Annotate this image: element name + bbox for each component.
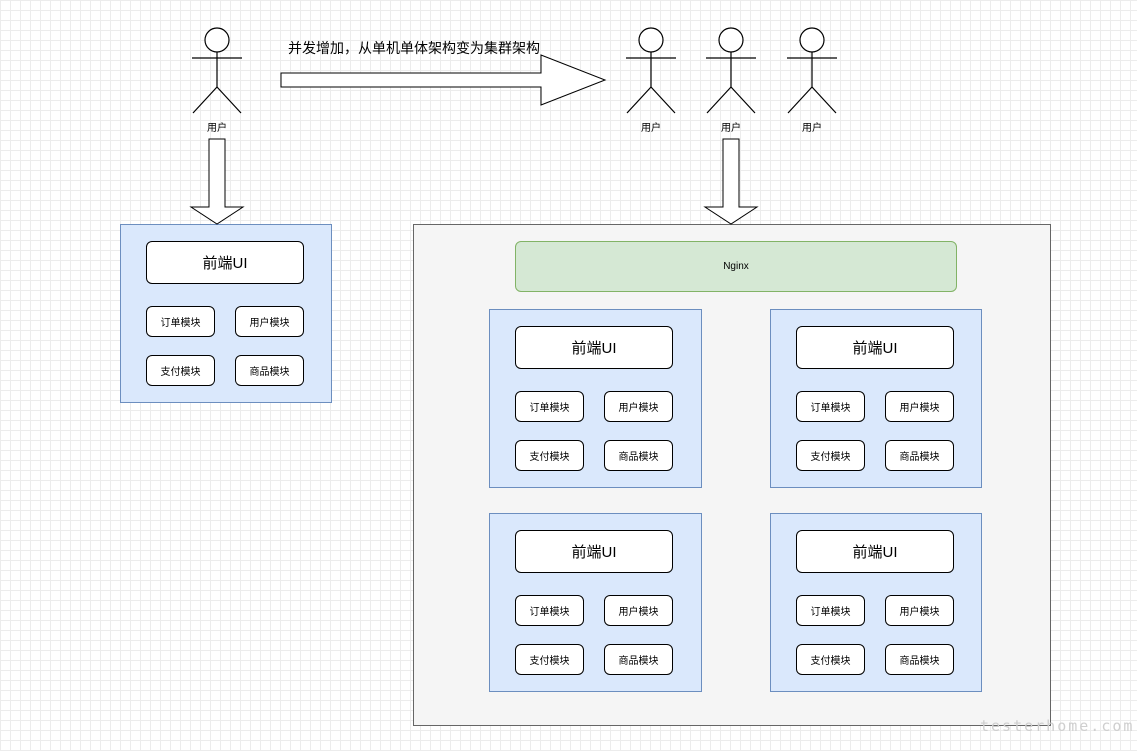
monolith-node-product-module[interactable]: 商品模块 bbox=[235, 355, 304, 386]
down-arrow-monolith bbox=[189, 138, 245, 225]
cluster-node-1-payment-module[interactable]: 支付模块 bbox=[515, 440, 584, 471]
watermark: testerhome.com bbox=[980, 717, 1135, 735]
cluster-node-4-user-module[interactable]: 用户模块 bbox=[885, 595, 954, 626]
nginx-box[interactable]: Nginx bbox=[515, 241, 957, 292]
cluster-node-3-payment-module[interactable]: 支付模块 bbox=[515, 644, 584, 675]
down-arrow-cluster bbox=[703, 138, 759, 225]
cluster-node-4-payment-module[interactable]: 支付模块 bbox=[796, 644, 865, 675]
cluster-node-2-order-module[interactable]: 订单模块 bbox=[796, 391, 865, 422]
cluster-node-3-user-module[interactable]: 用户模块 bbox=[604, 595, 673, 626]
cluster-node-1-frontend-ui[interactable]: 前端UI bbox=[515, 326, 673, 369]
cluster-node-4-frontend-ui[interactable]: 前端UI bbox=[796, 530, 954, 573]
monolith-node-frontend-ui[interactable]: 前端UI bbox=[146, 241, 304, 284]
cluster-node-1-order-module[interactable]: 订单模块 bbox=[515, 391, 584, 422]
nginx-label: Nginx bbox=[723, 261, 749, 272]
user-figure-cluster-1 bbox=[626, 27, 676, 114]
migration-caption: 并发增加，从单机单体架构变为集群架构 bbox=[288, 40, 540, 56]
user-label-monolith: 用户 bbox=[207, 123, 227, 134]
user-figure-cluster-3 bbox=[787, 27, 837, 114]
cluster-node-2[interactable]: 前端UI 订单模块用户模块支付模块商品模块 bbox=[770, 309, 982, 488]
cluster-node-4-product-module[interactable]: 商品模块 bbox=[885, 644, 954, 675]
cluster-node-3-frontend-ui[interactable]: 前端UI bbox=[515, 530, 673, 573]
user-figure-monolith bbox=[192, 27, 242, 114]
monolith-node-payment-module[interactable]: 支付模块 bbox=[146, 355, 215, 386]
cluster-node-2-frontend-ui[interactable]: 前端UI bbox=[796, 326, 954, 369]
cluster-node-1-user-module[interactable]: 用户模块 bbox=[604, 391, 673, 422]
cluster-node-2-product-module[interactable]: 商品模块 bbox=[885, 440, 954, 471]
cluster-node-4-order-module[interactable]: 订单模块 bbox=[796, 595, 865, 626]
cluster-node-4[interactable]: 前端UI 订单模块用户模块支付模块商品模块 bbox=[770, 513, 982, 692]
cluster-node-2-user-module[interactable]: 用户模块 bbox=[885, 391, 954, 422]
monolith-node-order-module[interactable]: 订单模块 bbox=[146, 306, 215, 337]
user-label-cluster-2: 用户 bbox=[721, 123, 741, 134]
user-figure-cluster-2 bbox=[706, 27, 756, 114]
cluster-node-1-product-module[interactable]: 商品模块 bbox=[604, 440, 673, 471]
cluster-node-1[interactable]: 前端UI 订单模块用户模块支付模块商品模块 bbox=[489, 309, 702, 488]
monolith-node[interactable]: 前端UI 订单模块用户模块支付模块商品模块 bbox=[120, 224, 332, 403]
cluster-node-3[interactable]: 前端UI 订单模块用户模块支付模块商品模块 bbox=[489, 513, 702, 692]
cluster-node-3-order-module[interactable]: 订单模块 bbox=[515, 595, 584, 626]
cluster-node-2-payment-module[interactable]: 支付模块 bbox=[796, 440, 865, 471]
user-label-cluster-1: 用户 bbox=[641, 123, 661, 134]
user-label-cluster-3: 用户 bbox=[802, 123, 822, 134]
migration-arrow bbox=[280, 54, 607, 106]
monolith-node-user-module[interactable]: 用户模块 bbox=[235, 306, 304, 337]
cluster-node-3-product-module[interactable]: 商品模块 bbox=[604, 644, 673, 675]
